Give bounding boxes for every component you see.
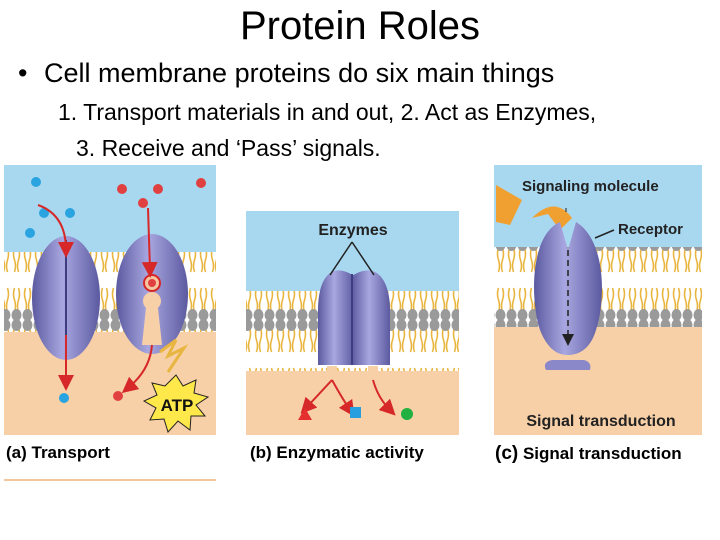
- receptor-label: Receptor: [618, 221, 683, 238]
- enzymatic-panel: [246, 211, 459, 435]
- membrane-protein-figure: ATP Enzymes Signaling mole: [4, 165, 702, 481]
- enzymes-label: Enzymes: [318, 222, 387, 239]
- caption-transport: (a) Transport: [6, 443, 110, 462]
- subpoint-line-2: 3. Receive and ‘Pass’ signals.: [76, 135, 381, 161]
- atp-label: ATP: [161, 396, 194, 415]
- bullet-symbol: •: [18, 58, 28, 88]
- slide-title: Protein Roles: [239, 4, 481, 48]
- subpoint-line-1: 1. Transport materials in and out, 2. Ac…: [58, 99, 597, 125]
- caption-signal-text: Signal transduction: [522, 444, 682, 463]
- atp-burst-icon: [142, 374, 210, 433]
- signaling-molecule-label: Signaling molecule: [522, 178, 659, 195]
- bullet-text: Cell membrane proteins do six main thing…: [44, 58, 555, 88]
- signal-panel: [494, 165, 702, 435]
- signaling-molecule-icon: [496, 185, 522, 225]
- transport-panel: [4, 165, 216, 435]
- bullet-point: • Cell membrane proteins do six main thin…: [18, 58, 554, 89]
- signal-transduction-label: Signal transduction: [526, 413, 675, 430]
- caption-signal-letter: (c): [495, 443, 519, 464]
- receptor-icon: [534, 222, 602, 355]
- caption-enzymatic: (b) Enzymatic activity: [250, 443, 424, 462]
- caption-signal: (c) Signal transduction: [495, 443, 682, 465]
